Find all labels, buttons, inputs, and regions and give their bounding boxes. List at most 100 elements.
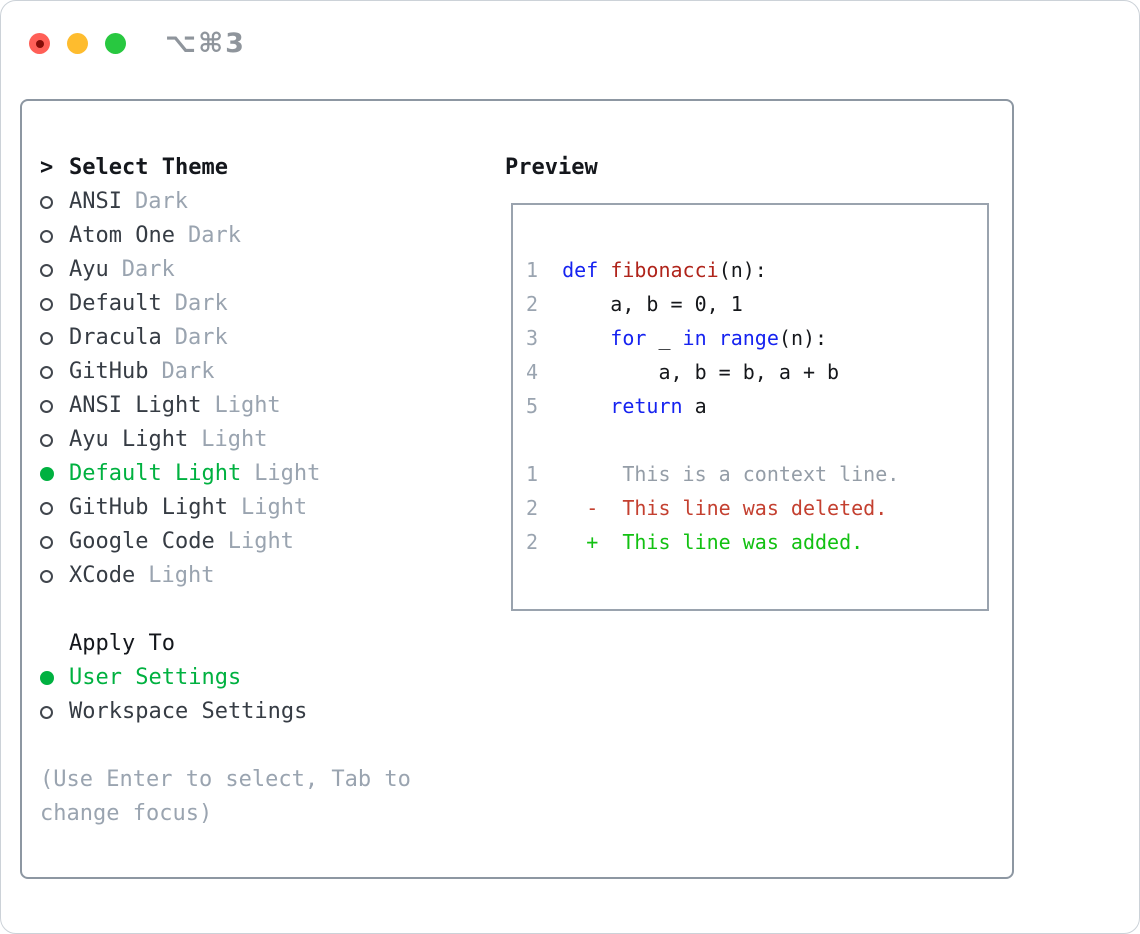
keyboard-hint-line-2: change focus) [40,801,213,826]
bullet-slot [40,535,69,549]
apply-option[interactable]: User Settings [40,661,490,695]
close-button[interactable] [29,33,50,54]
theme-name: GitHub Light [69,495,228,520]
code-segment: a, b = 0, 1 [538,292,743,316]
apply-option[interactable]: Workspace Settings [40,695,490,729]
bullet-slot [40,433,69,447]
line-number: 5 [526,394,539,418]
line-number: 2 [526,496,539,520]
code-segment [538,462,622,486]
prompt-slot: > [40,151,69,185]
code-segment: range [718,326,779,350]
zoom-button[interactable] [105,33,126,54]
theme-name: Ayu [69,257,109,282]
code-segment [538,496,586,520]
bullet-slot [40,467,69,481]
titlebar: ⌥⌘3 [29,28,246,59]
theme-variant-tag: Dark [161,359,215,384]
bullet-slot [40,569,69,583]
radio-unselected-icon [40,331,53,345]
radio-unselected-icon [40,297,53,311]
code-line: 2 - This line was deleted. [526,491,899,525]
theme-option[interactable]: GitHub Light Light [40,491,490,525]
code-line: 3 for _ in range(n): [526,321,899,355]
code-segment: a, b = b, a + b [538,360,840,384]
bullet-slot [40,501,69,515]
theme-variant-tag: Light [240,495,308,520]
apply-option-label: User Settings [69,665,242,690]
code-segment [538,394,610,418]
bullet-slot [40,671,69,685]
theme-variant-tag: Dark [121,257,175,282]
keyboard-hint-line-1: (Use Enter to select, Tab to [40,767,411,792]
radio-unselected-icon [40,535,53,549]
theme-option[interactable]: GitHub Dark [40,355,490,389]
spacer [40,729,490,763]
code-segment: return [610,394,683,418]
theme-name: GitHub [69,359,149,384]
code-line: 1 This is a context line. [526,457,899,491]
bullet-slot [40,263,69,277]
theme-name: Dracula [69,325,162,350]
code-line: 4 a, b = b, a + b [526,355,899,389]
theme-name: ANSI Light [69,393,202,418]
theme-name: Atom One [69,223,175,248]
radio-unselected-icon [40,569,53,583]
theme-name: Default [69,291,162,316]
code-line: 1 def fibonacci(n): [526,253,899,287]
radio-unselected-icon [40,501,53,515]
line-number: 1 [526,258,539,282]
theme-option[interactable]: Dracula Dark [40,321,490,355]
apply-to-header: Apply To [40,627,490,661]
code-segment [598,258,610,282]
code-segment: (n): [778,326,828,350]
theme-name: Google Code [69,529,215,554]
theme-option[interactable]: Ayu Dark [40,253,490,287]
line-number: 4 [526,360,539,384]
radio-selected-icon [40,671,54,685]
theme-list-header: > Select Theme [40,151,490,185]
theme-variant-tag: Light [214,393,281,418]
radio-unselected-icon [40,399,53,413]
line-number: 3 [526,326,539,350]
code-segment: for [610,326,647,350]
theme-name: XCode [69,563,136,588]
code-segment: - This line was deleted. [586,496,888,520]
theme-name: Default Light [69,461,242,486]
window-shortcut-label: ⌥⌘3 [165,28,246,59]
bullet-slot [40,195,69,209]
theme-variant-tag: Light [201,427,268,452]
theme-variant-tag: Dark [174,325,228,350]
prompt-icon: > [40,155,54,180]
code-segment: def [562,258,599,282]
apply-option-label: Workspace Settings [69,699,308,724]
apply-to-title: Apply To [69,631,175,656]
code-line: 5 return a [526,389,899,423]
preview-title: Preview [505,155,598,180]
theme-option[interactable]: ANSI Light Light [40,389,490,423]
code-segment: fibonacci [610,258,719,282]
radio-unselected-icon [40,705,53,719]
minimize-button[interactable] [67,33,88,54]
code-segment: + This line was added. [586,530,864,554]
theme-variant-tag: Dark [134,189,188,214]
code-segment: a [682,394,707,418]
code-segment [538,530,586,554]
radio-unselected-icon [40,365,53,379]
bullet-slot [40,331,69,345]
code-line: 2 + This line was added. [526,525,899,559]
line-number: 1 [526,462,539,486]
code-segment [538,258,562,282]
code-line [526,423,899,457]
code-segment: in [682,326,707,350]
